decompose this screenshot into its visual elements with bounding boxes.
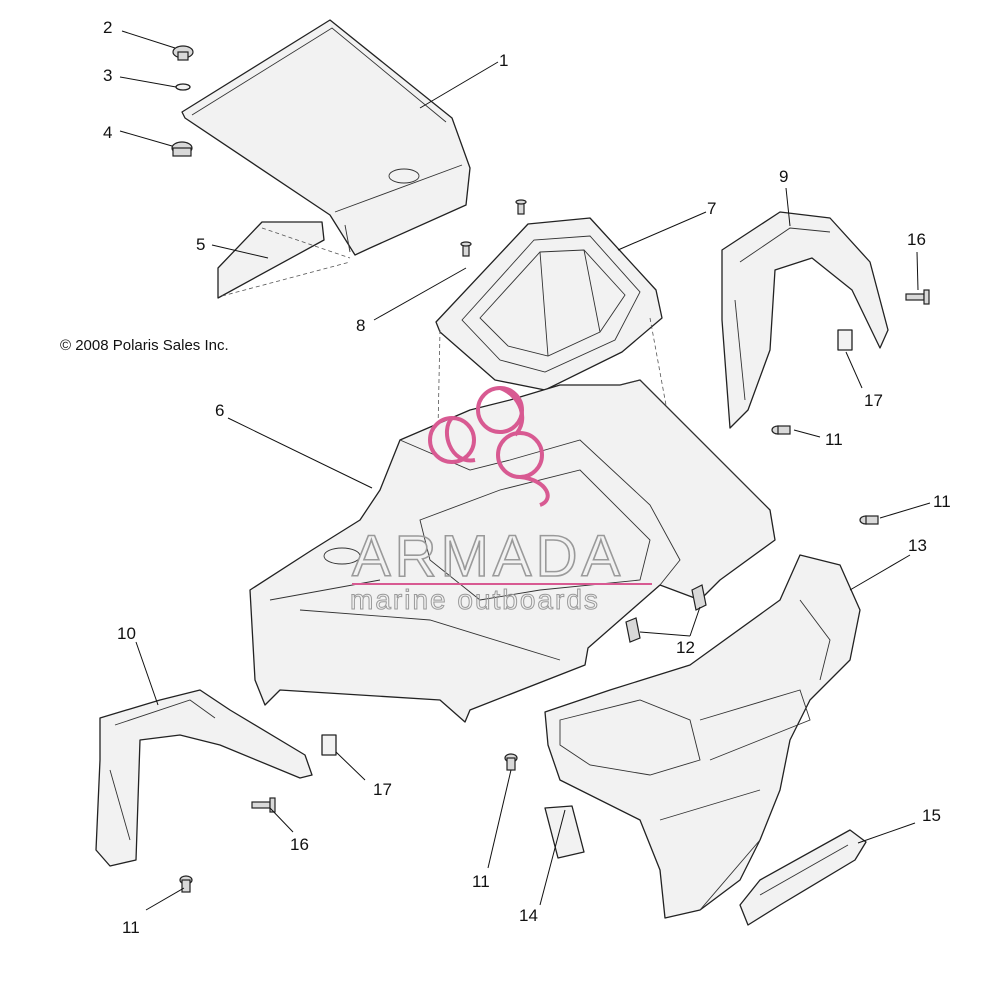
part-13-front-bumper — [544, 554, 861, 919]
callout-17-a: 17 — [864, 391, 883, 410]
part-16-bolt — [251, 289, 930, 813]
watermark: ARMADA marine outboards — [350, 386, 652, 616]
callout-2: 2 — [103, 18, 112, 37]
part-17-clip — [321, 329, 853, 756]
callout-13: 13 — [908, 536, 927, 555]
part-7-tub — [435, 217, 663, 391]
callout-16-b: 16 — [290, 835, 309, 854]
watermark-title: ARMADA — [352, 524, 624, 589]
callout-11-d: 11 — [122, 918, 140, 937]
callout-15: 15 — [922, 806, 941, 825]
watermark-logo-icon — [428, 386, 550, 507]
callout-7: 7 — [707, 199, 716, 218]
leader-lines — [119, 30, 931, 911]
callout-11-a: 11 — [825, 430, 843, 449]
callout-4: 4 — [103, 123, 112, 142]
callout-labels: 1 2 3 4 5 6 7 8 9 10 11 11 11 11 12 13 1… — [103, 18, 951, 937]
callout-6: 6 — [215, 401, 224, 420]
callout-5: 5 — [196, 235, 205, 254]
copyright-text: © 2008 Polaris Sales Inc. — [60, 337, 229, 354]
callout-9: 9 — [779, 167, 788, 186]
part-14-label — [544, 805, 585, 859]
part-1-lid — [181, 19, 471, 256]
callout-11-c: 11 — [472, 872, 490, 891]
part-3-washer — [175, 83, 191, 91]
callout-3: 3 — [103, 66, 112, 85]
callout-14: 14 — [519, 906, 538, 925]
part-11-rivet — [179, 425, 879, 893]
callout-8: 8 — [356, 316, 365, 335]
callout-17-b: 17 — [373, 780, 392, 799]
part-12-fastener — [625, 584, 707, 643]
part-15-grille-insert — [739, 829, 867, 926]
callout-16-a: 16 — [907, 230, 926, 249]
part-9-fender-right — [721, 211, 889, 429]
part-10-fender-left — [95, 689, 313, 867]
part-8-screw — [460, 199, 527, 257]
part-4-grommet — [171, 141, 193, 157]
callout-10: 10 — [117, 624, 136, 643]
callout-12: 12 — [676, 638, 695, 657]
watermark-subtitle: marine outboards — [350, 584, 600, 615]
part-2-knob — [172, 45, 194, 61]
callout-1: 1 — [499, 51, 508, 70]
callout-11-b: 11 — [933, 492, 951, 511]
part-5-decal — [217, 221, 325, 299]
